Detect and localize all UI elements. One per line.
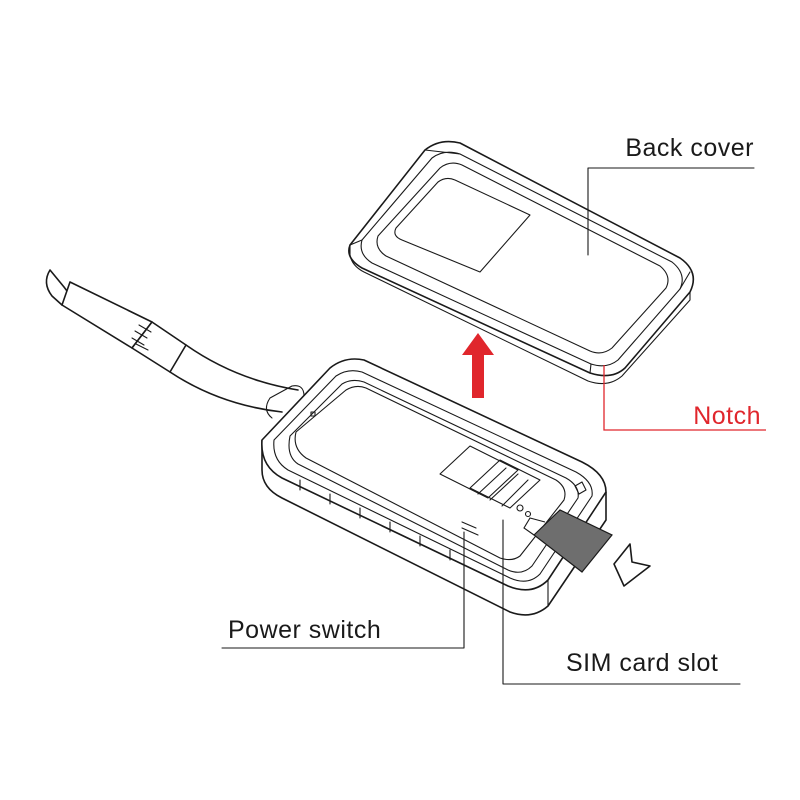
cable — [45, 269, 305, 419]
back-cover — [348, 140, 695, 385]
notch-label: Notch — [693, 402, 761, 430]
device-body — [261, 358, 607, 616]
sim-card-slot-label: SIM card slot — [566, 649, 718, 677]
leader-lines — [221, 167, 766, 685]
sim-card — [523, 509, 613, 573]
arrow-up-icon — [462, 333, 494, 398]
power-switch-label: Power switch — [228, 616, 381, 644]
back-cover-label: Back cover — [625, 134, 754, 162]
arrow-down-left-outline-icon — [613, 543, 651, 587]
